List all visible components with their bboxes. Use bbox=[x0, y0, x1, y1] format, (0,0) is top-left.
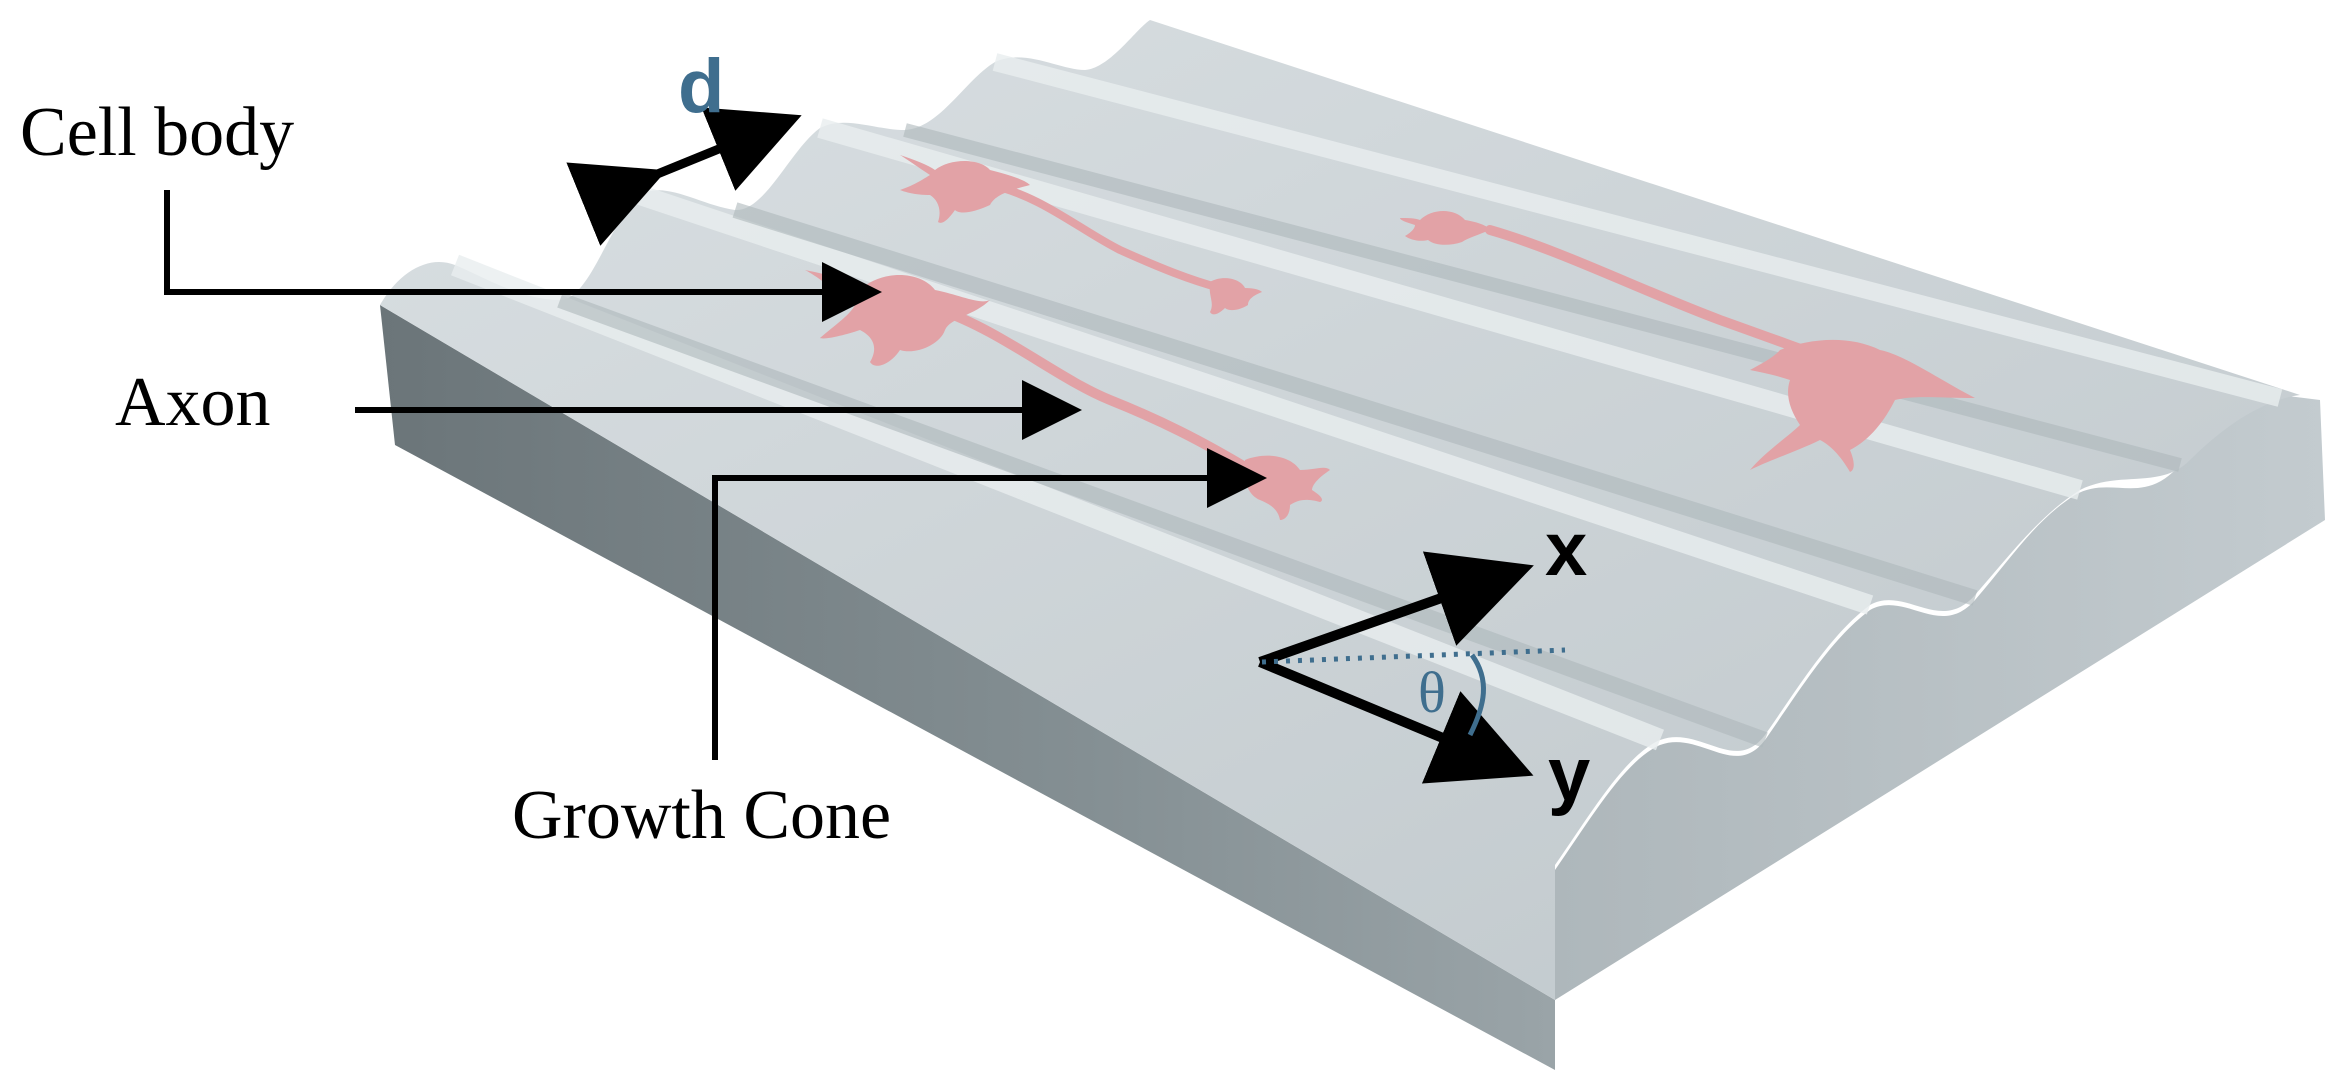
neuron-2-cell-body bbox=[900, 155, 1030, 223]
neuron-3 bbox=[1400, 211, 1975, 472]
coordinate-axes: x y θ bbox=[1258, 507, 1590, 817]
angle-arc bbox=[1467, 653, 1486, 737]
y-axis-label: y bbox=[1548, 732, 1590, 817]
neuron-2 bbox=[900, 155, 1262, 315]
neuron-2-axon bbox=[986, 181, 1224, 292]
neuron-1-axon bbox=[935, 305, 1255, 475]
substrate-right-face bbox=[1555, 395, 2325, 1000]
substrate-front-face bbox=[380, 305, 1555, 1070]
angle-label: θ bbox=[1418, 660, 1446, 725]
cell-body-label: Cell body bbox=[20, 94, 294, 171]
spacing-indicator: d bbox=[566, 44, 802, 246]
substrate-block bbox=[380, 20, 2325, 1070]
neuron-3-cell-body bbox=[1400, 211, 1490, 245]
growth-cone-callout bbox=[712, 448, 1267, 760]
cell-body-callout bbox=[164, 190, 882, 322]
y-axis-arrow bbox=[1258, 657, 1534, 784]
groove-2 bbox=[732, 202, 1978, 606]
groove-3 bbox=[903, 123, 2182, 472]
spacing-label: d bbox=[678, 44, 724, 129]
groove-direction-dotted-line bbox=[1261, 647, 1566, 665]
x-axis-arrow bbox=[1258, 551, 1534, 667]
axon-label: Axon bbox=[115, 364, 271, 441]
x-axis-label: x bbox=[1545, 507, 1587, 592]
groove-1 bbox=[557, 292, 1768, 748]
neuron-3-large-cell bbox=[1750, 339, 1975, 472]
spacing-double-arrow bbox=[566, 107, 802, 246]
ridge-1 bbox=[450, 254, 1665, 751]
callouts bbox=[164, 190, 1267, 760]
neuron-2-growth-cone bbox=[1209, 278, 1262, 315]
ridge-4 bbox=[992, 53, 2283, 407]
growth-cone-label: Growth Cone bbox=[512, 777, 891, 854]
